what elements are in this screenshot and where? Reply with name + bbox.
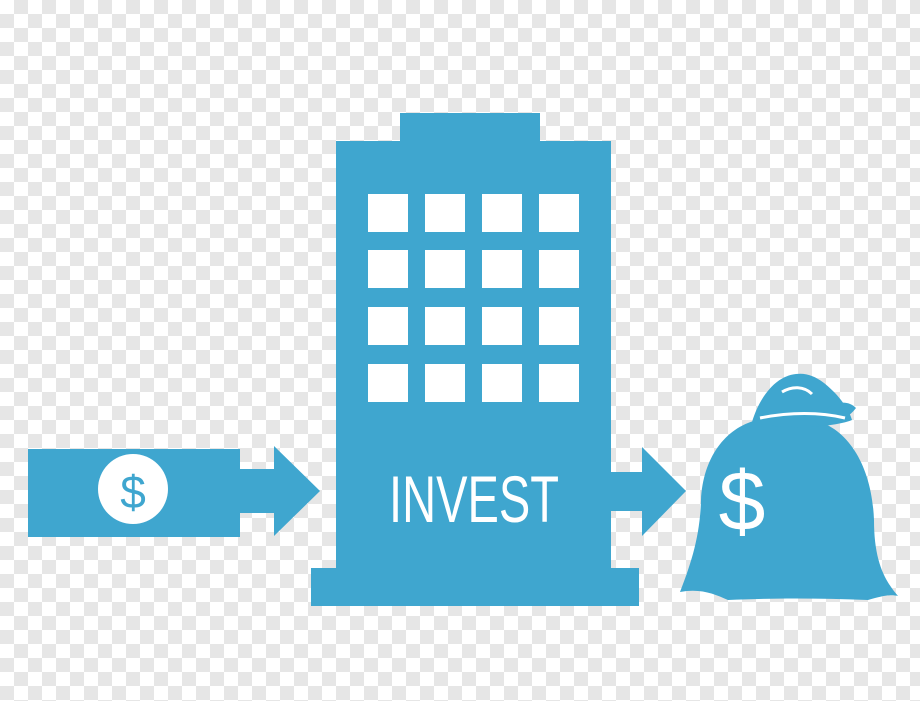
- money-bag-symbol: $: [719, 454, 766, 548]
- dollar-coin-icon: $: [98, 454, 168, 524]
- arrow-right-icon: [611, 447, 686, 536]
- building-windows: [368, 194, 579, 402]
- coin-symbol: $: [120, 466, 146, 518]
- arrow-right-icon: [238, 446, 320, 536]
- office-building-icon: INVEST: [311, 113, 639, 606]
- cash-input-bar: $: [28, 449, 240, 537]
- money-bag-icon: $: [680, 373, 898, 600]
- building-label: INVEST: [389, 462, 559, 536]
